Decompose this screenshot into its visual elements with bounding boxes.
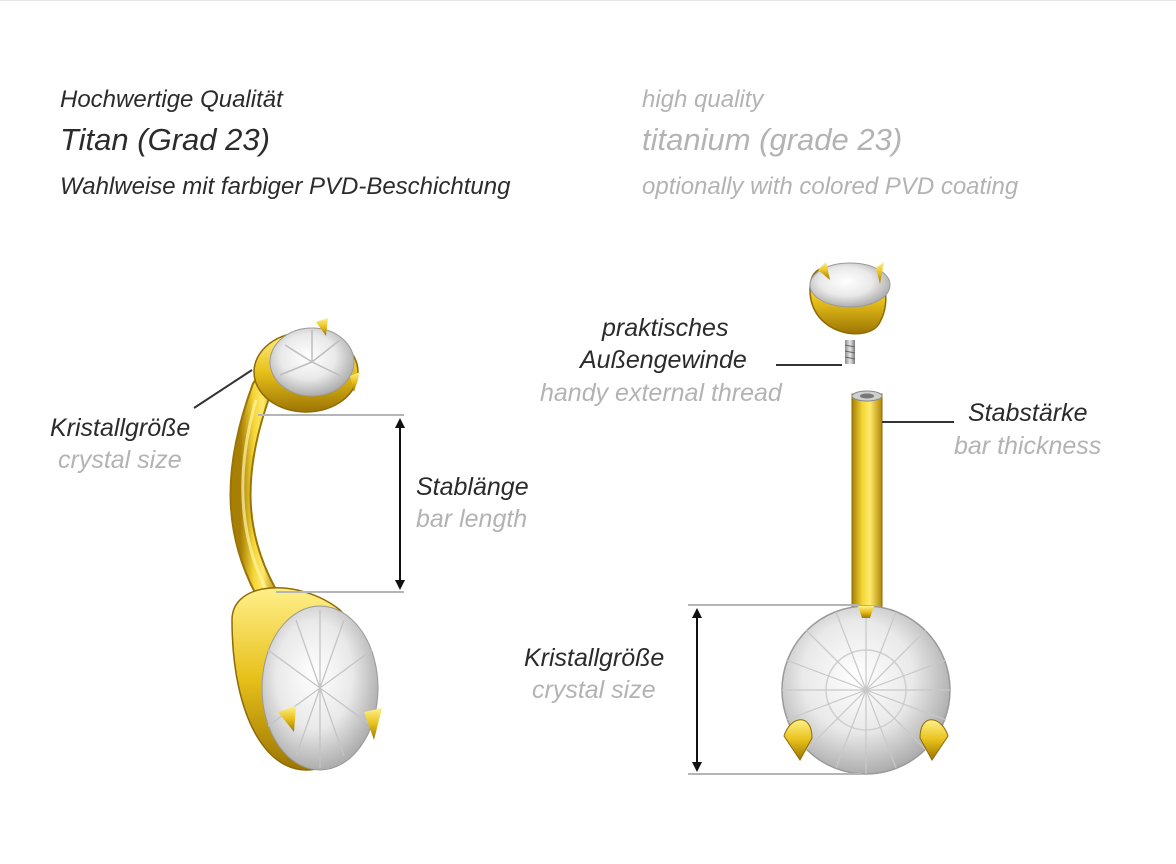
crystal-size-label-de-right: Kristallgröße — [524, 644, 665, 672]
bar-length-arrow — [395, 418, 405, 590]
straight-bar — [851, 390, 883, 615]
bottom-crystal-right — [781, 605, 951, 775]
bar-length-label-de: Stablänge — [416, 473, 529, 501]
bar-length-label-en: bar length — [416, 505, 528, 533]
crystal-size-pointer-left — [193, 369, 253, 409]
material-label-de: Titan (Grad 23) — [60, 122, 270, 157]
thread-label-de-line2: Außengewinde — [580, 346, 747, 374]
thread-label-de-line1: praktisches — [602, 314, 729, 342]
crystal-size-arrow — [692, 608, 702, 772]
internal-thread-top — [809, 262, 891, 364]
top-divider — [0, 0, 1176, 1]
crystal-size-label-en-right: crystal size — [532, 676, 656, 704]
coating-label-en: optionally with colored PVD coating — [642, 173, 1019, 200]
crystal-size-label-de-left: Kristallgröße — [50, 414, 191, 442]
material-label-en: titanium (grade 23) — [642, 122, 903, 157]
curved-barbell — [229, 318, 382, 771]
quality-label-de: Hochwertige Qualität — [60, 86, 283, 113]
quality-label-en: high quality — [642, 86, 764, 113]
crystal-size-label-en-left: crystal size — [58, 446, 182, 474]
thread-label-en: handy external thread — [540, 379, 782, 407]
bar-thickness-label-en: bar thickness — [954, 432, 1102, 460]
coating-label-de: Wahlweise mit farbiger PVD-Beschichtung — [60, 173, 511, 200]
bar-thickness-label-de: Stabstärke — [968, 399, 1088, 427]
